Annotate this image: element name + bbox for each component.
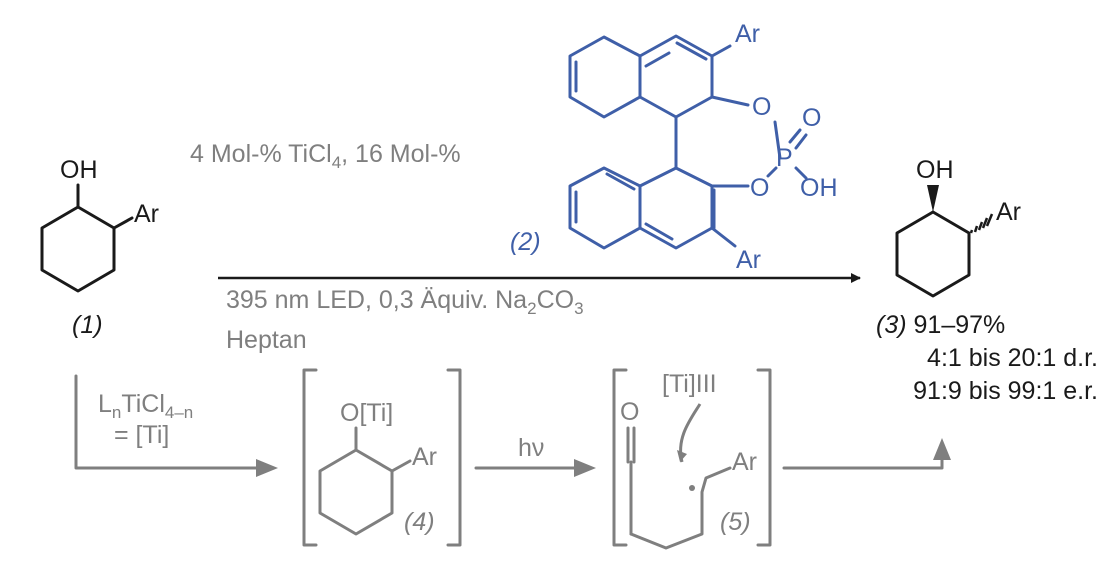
conditions-above-arrow: 4 Mol-% TiCl4, 16 Mol-% xyxy=(190,140,461,172)
product-yield-line: (3) 91–97% xyxy=(876,311,1005,339)
catalyst-oh: OH xyxy=(800,174,838,202)
catalyst-p: P xyxy=(776,144,793,172)
conditions-below-arrow: 395 nm LED, 0,3 Äquiv. Na2CO3 xyxy=(226,286,584,318)
catalyst-o1: O xyxy=(752,93,771,121)
int4-ar-label: Ar xyxy=(412,443,437,471)
int4-oti-label: O[Ti] xyxy=(340,399,393,427)
reactant-molecule: OH Ar (1) xyxy=(40,156,159,339)
catalyst-ar-bottom: Ar xyxy=(736,246,761,274)
ti-abbreviation: = [Ti] xyxy=(114,421,169,449)
intermediate-4: O[Ti] Ar (4) xyxy=(302,368,462,547)
int4-number: (4) xyxy=(404,508,435,536)
reactant-number: (1) xyxy=(72,311,103,339)
radical-dot xyxy=(689,485,695,491)
product-er: 91:9 bis 99:1 e.r. xyxy=(913,377,1098,405)
product-oh-label: OH xyxy=(916,156,954,184)
product-dr: 4:1 bis 20:1 d.r. xyxy=(927,344,1098,372)
catalyst-ar-top: Ar xyxy=(735,20,760,48)
int5-o-label: O xyxy=(620,398,639,426)
intermediate-5: O Ar [Ti]III (5) xyxy=(612,368,772,550)
ti-reagent-formula: LnTiCl4–n xyxy=(98,390,193,422)
int5-ar-label: Ar xyxy=(732,448,757,476)
catalyst-number: (2) xyxy=(510,228,541,256)
hv-label: hν xyxy=(518,434,544,462)
product-molecule: OH Ar (3) 91–97% 4:1 bis 20:1 d.r. 91:9 … xyxy=(876,156,1098,405)
catalyst-o3: O xyxy=(750,174,769,202)
reactant-oh-label: OH xyxy=(60,156,98,184)
catalyst-o2: O xyxy=(802,104,821,132)
int5-ti-label: [Ti]III xyxy=(662,370,717,398)
mechanism-pathway: LnTiCl4–n = [Ti] O[Ti] Ar (4) hν O xyxy=(74,368,951,550)
catalyst-molecule: Ar O P O OH O Ar (2) xyxy=(510,20,838,274)
wedge-bond xyxy=(927,185,939,212)
int5-number: (5) xyxy=(720,508,751,536)
hashed-bond xyxy=(969,213,994,234)
arrow-to-int4 xyxy=(256,459,278,477)
reactant-ar-label: Ar xyxy=(134,200,159,228)
hv-arrow-head xyxy=(574,459,596,477)
product-ar-label: Ar xyxy=(996,198,1021,226)
arrow-to-product xyxy=(933,438,951,460)
solvent-label: Heptan xyxy=(226,326,307,354)
